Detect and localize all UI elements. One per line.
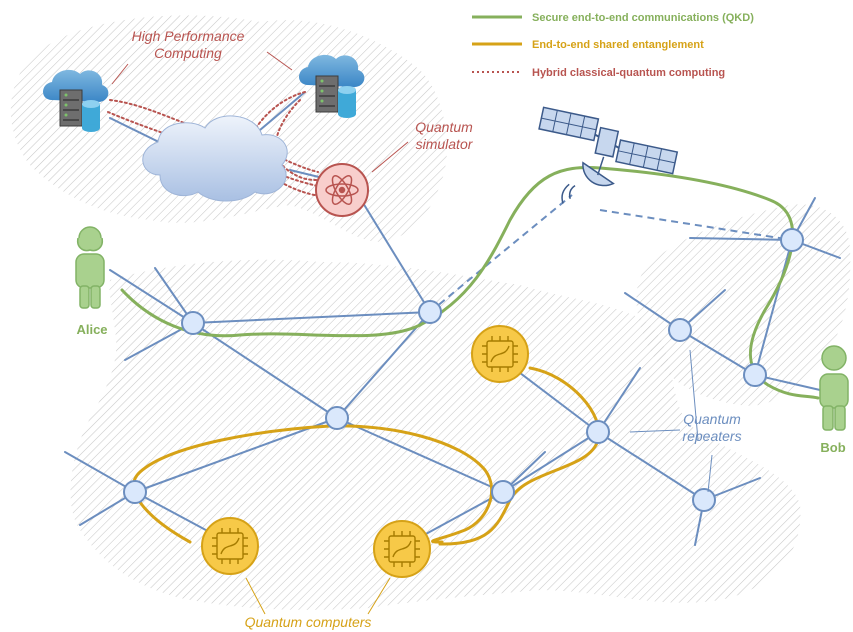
cloud-icon bbox=[43, 69, 109, 102]
server-icon bbox=[59, 89, 83, 127]
legend-label-hybrid: Hybrid classical-quantum computing bbox=[532, 67, 725, 79]
chip-icon bbox=[212, 528, 248, 564]
quantum-simulator bbox=[315, 163, 369, 217]
hpc-server-right bbox=[299, 54, 365, 118]
network-node bbox=[780, 228, 804, 252]
cloud-icon bbox=[142, 115, 288, 202]
simulator-label-line1: Quantum bbox=[415, 119, 473, 135]
network-node bbox=[668, 318, 692, 342]
database-icon bbox=[338, 86, 356, 118]
label-leaders bbox=[629, 349, 713, 493]
main-region bbox=[70, 259, 801, 610]
network-nodes bbox=[123, 228, 804, 512]
hpc-server-left bbox=[43, 69, 109, 132]
legend-label-entanglement: End-to-end shared entanglement bbox=[532, 39, 704, 51]
atom-icon bbox=[325, 175, 359, 205]
chip-icon bbox=[384, 531, 420, 567]
entanglement-paths bbox=[132, 366, 601, 546]
repeaters-label-line2: repeaters bbox=[682, 428, 741, 444]
satellite-links bbox=[429, 194, 793, 313]
bob-region bbox=[636, 204, 851, 406]
network-node bbox=[418, 300, 442, 324]
database-icon bbox=[82, 100, 100, 132]
hpc-leaders bbox=[111, 51, 409, 173]
bob-person-icon bbox=[819, 345, 849, 431]
network-node bbox=[123, 480, 147, 504]
network-node bbox=[586, 420, 610, 444]
hpc-label-line1: High Performance bbox=[132, 28, 245, 44]
hpc-label-line2: Computing bbox=[154, 45, 222, 61]
repeaters-label-line1: Quantum bbox=[683, 411, 741, 427]
legend-label-qkd: Secure end-to-end communications (QKD) bbox=[532, 12, 754, 24]
network-node bbox=[325, 406, 349, 430]
network-node bbox=[491, 480, 515, 504]
legend: Secure end-to-end communications (QKD) E… bbox=[472, 12, 754, 79]
qc-leaders bbox=[245, 577, 391, 615]
quantum-computer-right bbox=[373, 520, 431, 578]
server-icon bbox=[315, 75, 339, 113]
alice-person-icon bbox=[75, 226, 105, 309]
quantum-computer-left bbox=[201, 517, 259, 575]
network-links bbox=[64, 91, 841, 548]
chip-icon bbox=[482, 336, 518, 372]
cloud-icon bbox=[299, 54, 365, 87]
network-node bbox=[692, 488, 716, 512]
quantum-computer-top bbox=[471, 325, 529, 383]
simulator-label-line2: simulator bbox=[416, 136, 474, 152]
network-node bbox=[181, 311, 205, 335]
network-node bbox=[743, 363, 767, 387]
satellite-icon bbox=[538, 106, 679, 204]
bob-label: Bob bbox=[820, 440, 845, 455]
quantum-computers-label: Quantum computers bbox=[245, 614, 372, 630]
alice-label: Alice bbox=[76, 322, 107, 337]
